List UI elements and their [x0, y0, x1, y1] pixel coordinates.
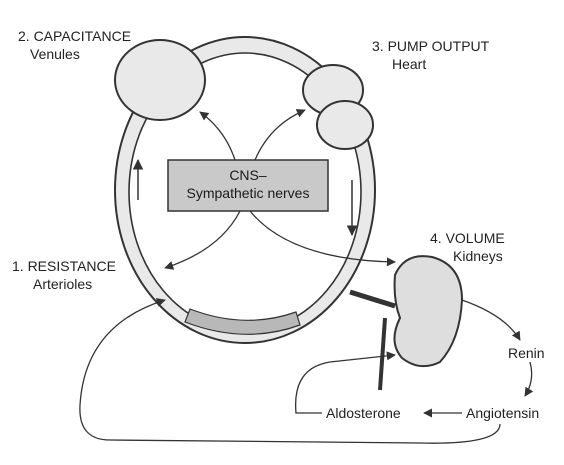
- venules-bulb: [115, 40, 205, 120]
- cns-label-line1: CNS–: [168, 167, 328, 184]
- capacitance-subtitle: Venules: [30, 46, 80, 62]
- capacitance-title: 2. CAPACITANCE: [18, 28, 131, 44]
- renal-vessel: [350, 292, 395, 306]
- kidney-body: [394, 256, 462, 366]
- volume-subtitle: Kidneys: [453, 248, 503, 264]
- heart-chamber-lower: [317, 101, 373, 149]
- aldosterone-label: Aldosterone: [326, 405, 401, 421]
- angiotensin-label: Angiotensin: [466, 405, 539, 421]
- renin-label: Renin: [508, 345, 545, 361]
- pump-title: 3. PUMP OUTPUT: [372, 38, 489, 54]
- kidney-to-renin-arrow: [462, 300, 520, 340]
- kidney: [350, 256, 462, 390]
- resistance-title: 1. RESISTANCE: [12, 258, 116, 274]
- ureter: [380, 318, 385, 390]
- renin-to-angiotensin-arrow: [525, 362, 532, 396]
- pump-subtitle: Heart: [392, 56, 426, 72]
- venules-chamber: [115, 40, 205, 120]
- cns-label-line2: Sympathetic nerves: [168, 185, 328, 202]
- volume-title: 4. VOLUME: [430, 230, 505, 246]
- resistance-subtitle: Arterioles: [33, 276, 92, 292]
